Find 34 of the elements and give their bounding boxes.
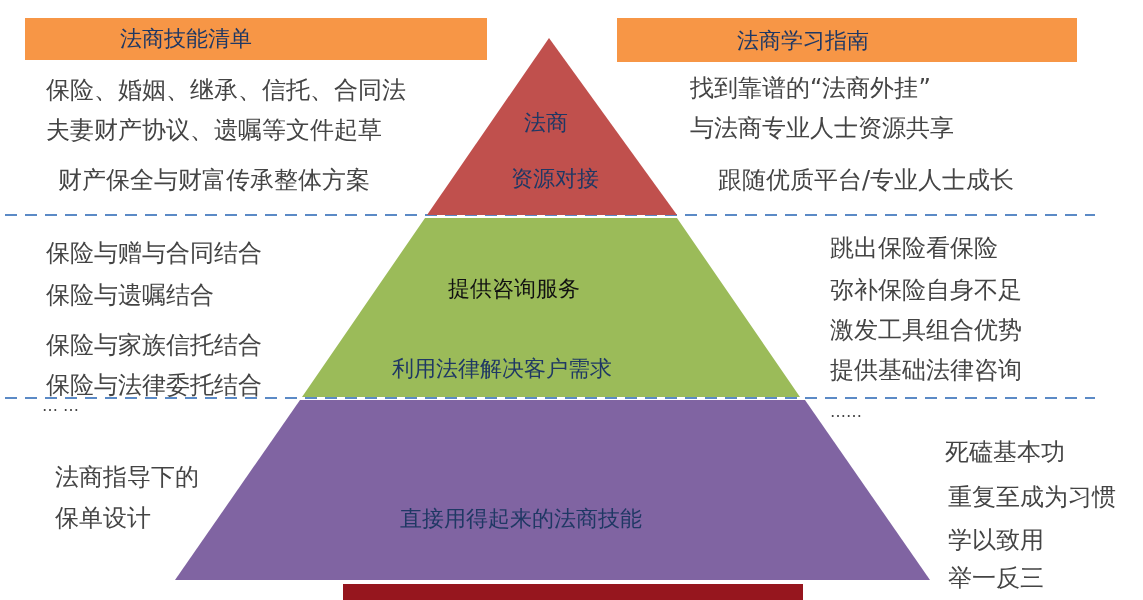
pyramid-tier: [302, 218, 800, 397]
ellipsis-text: ……: [830, 402, 862, 422]
list-item-text: 夫妻财产协议、遗嘱等文件起草: [46, 116, 382, 144]
pyramid-tier: [427, 38, 677, 215]
tier-text: 提供咨询服务: [448, 276, 580, 302]
list-item-text: 提供基础法律咨询: [830, 356, 1022, 384]
header-bar: [617, 18, 1077, 62]
bottom-bar: [343, 584, 803, 600]
list-item-text: 财产保全与财富传承整体方案: [58, 166, 370, 194]
list-item-text: 跟随优质平台/专业人士成长: [718, 166, 1015, 194]
tier-text: 法商: [524, 110, 568, 136]
tier-text: 法商学习指南: [737, 28, 869, 54]
list-item-text: 与法商专业人士资源共享: [690, 114, 954, 142]
list-item-text: 保险与法律委托结合: [46, 371, 262, 399]
tier-text: 资源对接: [511, 166, 599, 192]
ellipsis-text: … …: [42, 396, 80, 416]
pyramid-tier: [175, 400, 930, 580]
list-item-text: 死磕基本功: [945, 438, 1065, 466]
list-item-text: 跳出保险看保险: [830, 234, 998, 262]
tier-text: 利用法律解决客户需求: [392, 356, 612, 382]
tier-text: 法商技能清单: [120, 26, 252, 52]
list-item-text: 保险与赠与合同结合: [46, 239, 262, 267]
header-bar: [25, 18, 487, 60]
list-item-text: 保险与家族信托结合: [46, 331, 262, 359]
list-item-text: 保险、婚姻、继承、信托、合同法: [46, 76, 406, 104]
list-item-text: 学以致用: [948, 526, 1044, 554]
tier-text: 直接用得起来的法商技能: [400, 506, 642, 532]
list-item-text: 保单设计: [55, 504, 151, 532]
list-item-text: 保险与遗嘱结合: [46, 281, 214, 309]
list-item-text: 法商指导下的: [55, 463, 199, 491]
list-item-text: 弥补保险自身不足: [830, 276, 1022, 304]
list-item-text: 激发工具组合优势: [830, 316, 1022, 344]
list-item-text: 举一反三: [948, 564, 1044, 592]
list-item-text: 找到靠谱的“法商外挂”: [690, 74, 931, 102]
